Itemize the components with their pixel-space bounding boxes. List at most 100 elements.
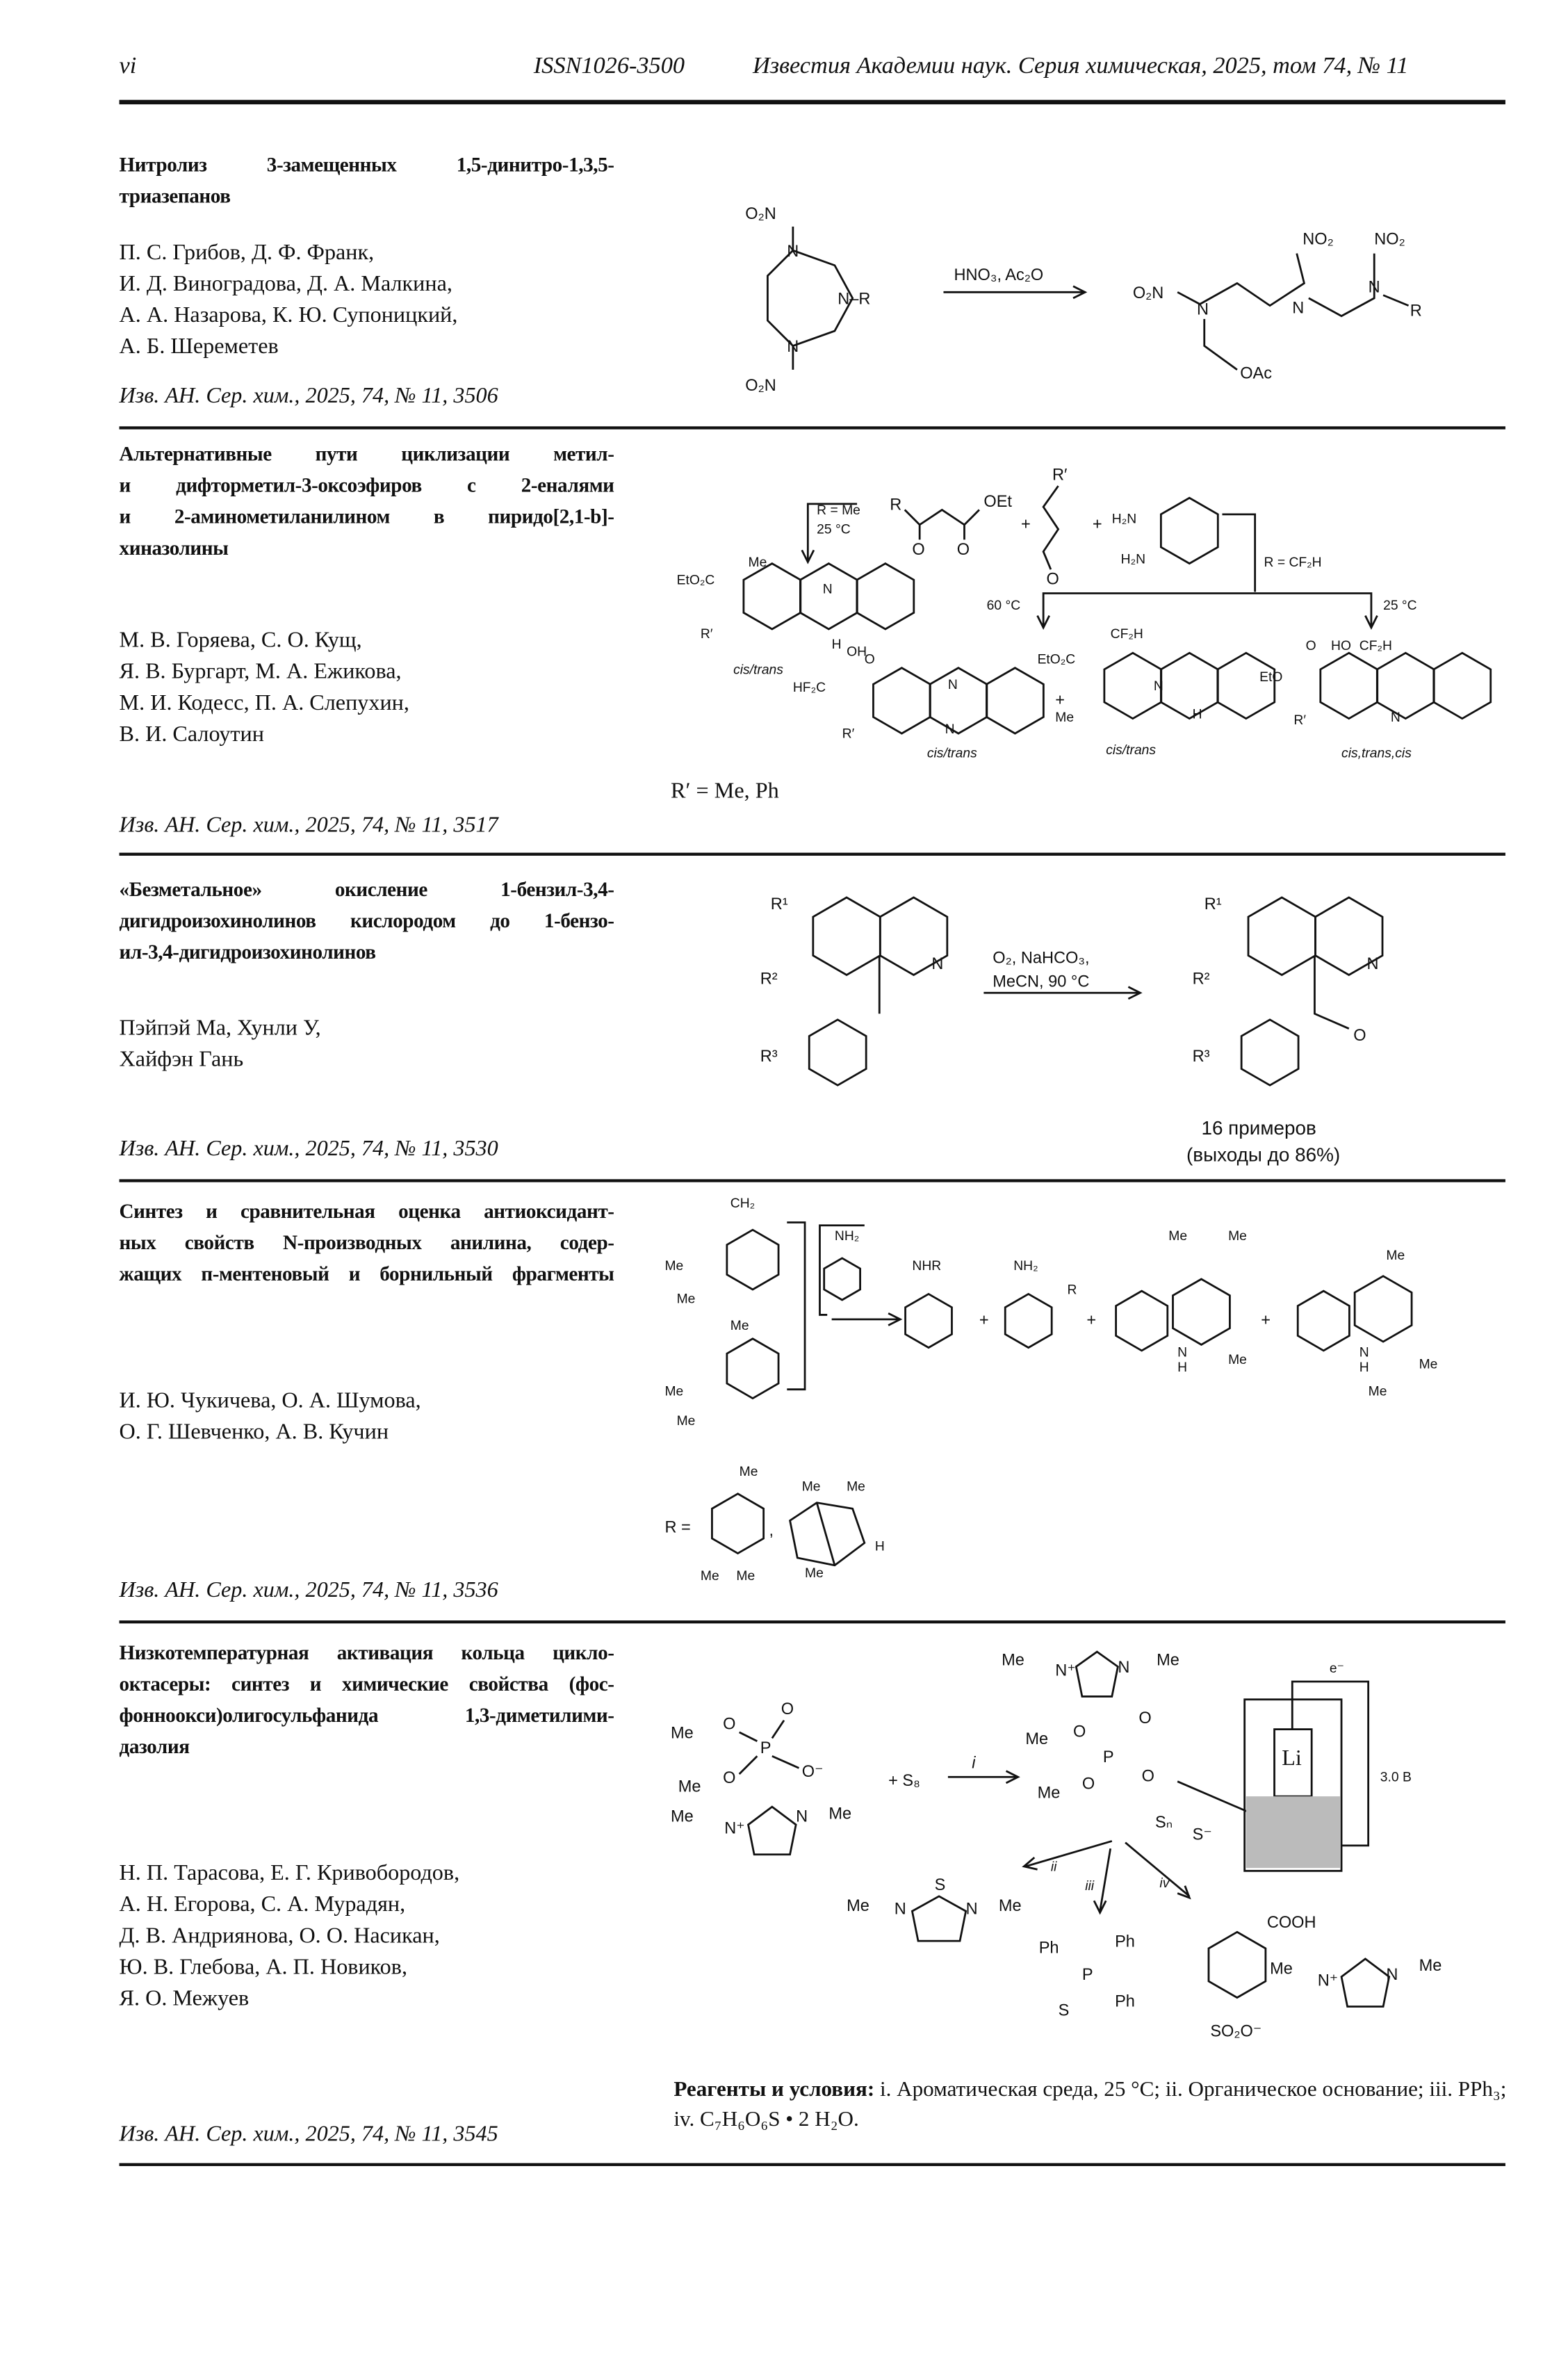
article-authors-4: И. Ю. Чукичева, О. А. Шумова, О. Г. Шевч… (120, 1386, 421, 1449)
label: Me (1270, 1959, 1293, 1977)
label: EtO₂C (677, 574, 715, 588)
label: + (1086, 1310, 1096, 1328)
article-citation-4: Изв. АН. Сер. хим., 2025, 74, № 11, 3536 (119, 1579, 498, 1603)
label: S (1059, 2001, 1070, 2019)
title-line: Низкотемпературная активация кольца цикл… (119, 1641, 614, 1664)
author-line: Я. О. Межуев (119, 1987, 250, 2011)
label: P (1082, 1965, 1093, 1983)
label: HF₂C (793, 681, 826, 695)
ring (929, 667, 988, 735)
label: N (787, 337, 799, 355)
label: R = Me (817, 503, 860, 518)
article-title-4[interactable]: Синтез и сравнительная оценка антиоксида… (120, 1196, 614, 1290)
article-title-3[interactable]: «Безметальное» окисление 1-бензил-3,4- д… (120, 874, 614, 968)
label: CH₂ (730, 1196, 755, 1211)
author-line: О. Г. Шевченко, А. В. Кучин (119, 1420, 389, 1445)
label: Ph (1115, 1992, 1135, 2010)
entry-divider (119, 1620, 1505, 1623)
label: iii (1085, 1879, 1095, 1894)
label: N (1359, 1345, 1369, 1360)
title-line: Альтернативные пути циклизации метил- (119, 442, 614, 466)
ring (1216, 651, 1276, 720)
condition: MeCN, 90 °C (993, 973, 1089, 991)
article-title-5[interactable]: Низкотемпературная активация кольца цикл… (120, 1637, 614, 1762)
label: O (1082, 1774, 1095, 1792)
label: R (1067, 1283, 1077, 1297)
label: N⁺ (724, 1819, 744, 1837)
author-line: В. И. Салоутин (119, 723, 264, 747)
scheme-3-oxidation: R¹ R² N R³ O₂, NaHCO₃, MeCN, 90 °C R¹ R²… (760, 895, 1384, 1166)
battery-cell-diagram: Li e⁻ 3.0 В (1243, 1661, 1412, 1872)
bond-line (1125, 1841, 1191, 1897)
bond-line (1177, 1885, 1191, 1900)
label: Me (1002, 1650, 1024, 1668)
scheme-1-nitrolysis: O₂N N N–R N O₂N HNO₃, Ac₂O O₂N N NO₂ N N… (745, 204, 1421, 394)
label: Me (1228, 1353, 1247, 1367)
author-line: И. Ю. Чукичева, О. А. Шумова, (119, 1389, 421, 1413)
label: e⁻ (1330, 1661, 1344, 1676)
bond-line (1291, 1680, 1370, 1847)
ring (1207, 1930, 1267, 1999)
label: Me (664, 1259, 683, 1274)
label: P (760, 1739, 771, 1757)
bond-line (904, 508, 980, 526)
label: O (781, 1700, 794, 1718)
title-line: дигидроизохинолинов кислородом до 1-бенз… (119, 909, 614, 932)
label: O (957, 540, 970, 558)
author-line: М. И. Кодесс, П. А. Слепухин, (119, 692, 409, 716)
bond-line (815, 1502, 836, 1566)
author-line: А. Н. Егорова, С. А. Мурадян, (119, 1893, 406, 1917)
issn: ISSN1026-3500 (533, 54, 685, 79)
ring (879, 896, 949, 977)
article-title-1[interactable]: Нитролиз 3-замещенных 1,5-динитро-1,3,5-… (120, 149, 614, 211)
label: Me (701, 1569, 719, 1584)
ring (1432, 651, 1492, 720)
ring (1172, 1278, 1231, 1346)
bond-line (819, 1224, 865, 1316)
author-line: Хайфэн Гань (119, 1048, 244, 1072)
bond-line (1314, 955, 1350, 1030)
label: Me (671, 1807, 694, 1825)
label: Me (1055, 710, 1074, 725)
bond-line (1364, 615, 1378, 630)
label: H₂N (1121, 553, 1145, 567)
label: Me (736, 1569, 755, 1584)
label: R (1410, 302, 1422, 320)
label: cis,trans,cis (1341, 746, 1412, 760)
label: OH (847, 645, 867, 660)
bond-line (1036, 615, 1050, 630)
label: Sₙ (1155, 1813, 1173, 1831)
label: + (1261, 1310, 1271, 1328)
author-line: И. Д. Виноградова, Д. А. Малкина, (119, 273, 452, 297)
bond-line (1072, 285, 1088, 300)
ring (1159, 651, 1219, 720)
label: ii (1051, 1860, 1057, 1874)
bond-line (789, 1502, 866, 1567)
label: N (1386, 1965, 1398, 1983)
label: O (912, 540, 924, 558)
triazepane-ring (767, 249, 854, 348)
author-line: Н. П. Тарасова, Е. Г. Кривобородов, (119, 1862, 460, 1886)
label: NO₂ (1374, 230, 1405, 248)
label: Me (805, 1566, 824, 1581)
bond-line (1177, 253, 1306, 307)
label: Me (671, 1723, 694, 1741)
label: O (1138, 1709, 1151, 1727)
article-title-2[interactable]: Альтернативные пути циклизации метил- и … (120, 438, 614, 563)
label: NH₂ (1013, 1259, 1038, 1274)
bond-line (888, 1312, 903, 1326)
label: NH₂ (835, 1229, 859, 1244)
label: H (1177, 1360, 1187, 1375)
label: N (796, 1807, 808, 1825)
article-citation-1: Изв. АН. Сер. хим., 2025, 74, № 11, 3506 (119, 384, 498, 409)
label: R³ (1193, 1047, 1210, 1065)
title-line: фонноокси)олигосульфанида 1,3-диметилими… (119, 1704, 614, 1727)
ring (1353, 1275, 1413, 1343)
author-line: А. А. Назарова, К. Ю. Супоницкий, (119, 304, 458, 328)
label: NO₂ (1302, 230, 1334, 248)
label: N (1292, 298, 1304, 316)
condition: O₂, NaHCO₃, (993, 948, 1089, 966)
label: R² (760, 969, 778, 987)
label: CF₂H (1359, 639, 1392, 653)
